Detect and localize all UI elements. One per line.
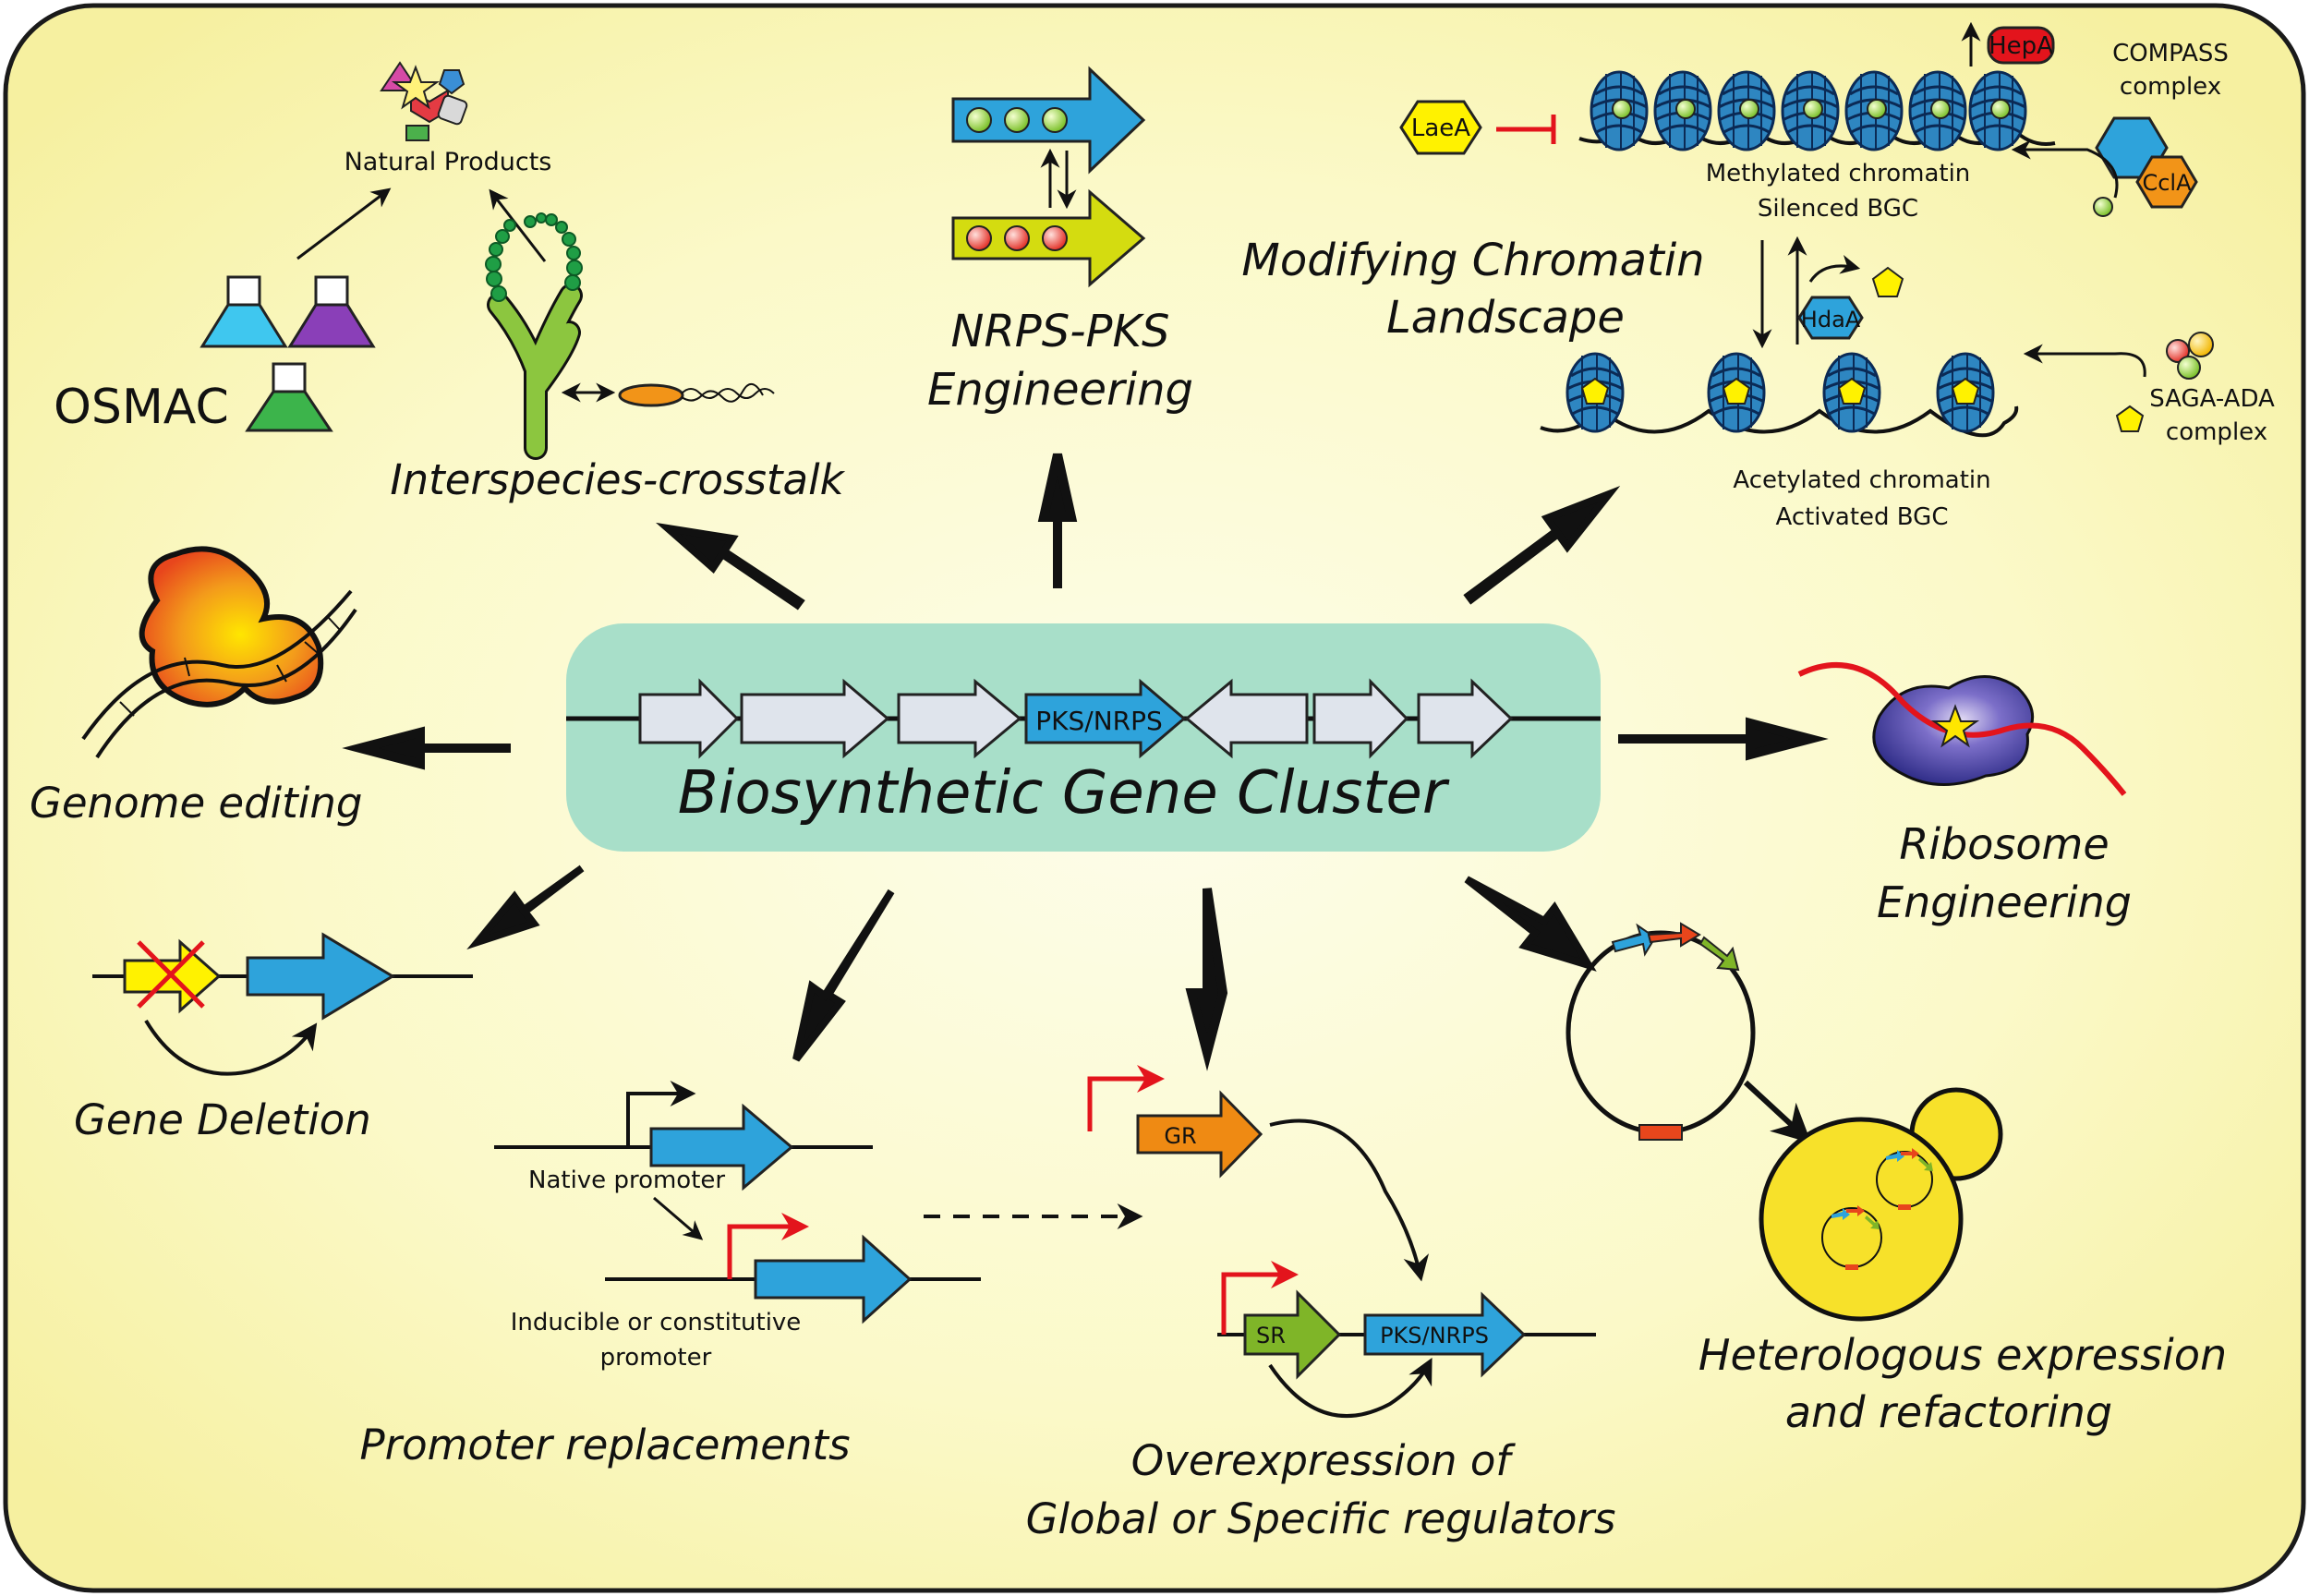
genome-editing-label: Genome editing (30, 779, 362, 828)
methylated-label: Methylated chromatin (1706, 160, 1971, 187)
radiating-arrows (342, 453, 1829, 1071)
purple-flask-icon (287, 275, 376, 348)
regulators-label: Global or Specific regulators (1026, 1494, 1616, 1543)
chromatin-section: LaeA HepA COMPASS complex CclA Methylate… (1241, 21, 2275, 531)
cluster-gene-label: PKS/NRPS (1035, 706, 1163, 736)
gene-deletion-label: Gene Deletion (74, 1095, 371, 1144)
promoter-replacement-section: Native promoter Inducible or constitutiv… (359, 1081, 1143, 1469)
ribosome-label: Ribosome (1899, 819, 2109, 869)
pks-nrps-label: PKS/NRPS (1380, 1323, 1489, 1348)
gene-deletion-section: Gene Deletion (74, 932, 473, 1144)
regulator-overexpression-section: GR SR PKS/NRPS Overexpression of Global … (1026, 1065, 1616, 1543)
ccla-label: CclA (2142, 170, 2192, 196)
heterologous-label: Heterologous expression (1699, 1330, 2227, 1380)
nrps-pks-engineering-label: Engineering (927, 364, 1193, 416)
cyan-flask-icon (199, 275, 288, 348)
yeast-plasmids (1821, 1148, 1933, 1270)
saga-complex-label: complex (2166, 418, 2267, 446)
laea-label: LaeA (1411, 115, 1470, 142)
promoter-label: promoter (600, 1344, 712, 1372)
ribosome-engineering-label: Engineering (1877, 877, 2132, 927)
cluster-title: Biosynthetic Gene Cluster (678, 759, 1450, 828)
methylated-nucleosomes (1590, 70, 2027, 151)
rectangle-product-icon (405, 125, 429, 141)
nrps-pks-label: NRPS-PKS (951, 306, 1170, 357)
hepa-label: HepA (1989, 32, 2053, 60)
rounded-square-product-icon (437, 94, 468, 126)
hdaa-hexagon (1797, 296, 1864, 340)
inducible-promoter-label: Inducible or constitutive (511, 1309, 802, 1336)
interspecies-label: Interspecies-crosstalk (390, 455, 845, 504)
acetylated-nucleosomes (1566, 352, 1995, 433)
acetylated-label: Acetylated chromatin (1733, 466, 1990, 494)
activated-label: Activated BGC (1775, 503, 1948, 531)
yeast-cell-icon (1759, 1117, 1964, 1322)
star-product-icon (391, 65, 441, 110)
bacterium-icon (618, 383, 775, 407)
chromatin-label: Modifying Chromatin (1241, 235, 1704, 286)
compass-complex-label: complex (2120, 73, 2221, 101)
promoter-replacements-label: Promoter replacements (359, 1421, 850, 1469)
landscape-label: Landscape (1386, 292, 1625, 344)
hdaa-label: HdaA (1801, 307, 1861, 332)
ccla-hexagon (2135, 155, 2198, 209)
nrps-pks-section: NRPS-PKS Engineering (927, 66, 1193, 416)
silenced-label: Silenced BGC (1758, 195, 1918, 223)
compass-label: COMPASS (2112, 40, 2229, 67)
gene-cluster-box: PKS/NRPS Biosynthetic Gene Cluster (566, 623, 1601, 852)
fungal-hyphae-icon (485, 212, 583, 460)
natural-products-label: Natural Products (345, 148, 552, 176)
native-promoter-label: Native promoter (528, 1167, 725, 1194)
genome-editing-section: Genome editing (30, 546, 362, 828)
refactoring-label: and refactoring (1785, 1387, 2112, 1437)
star-icon (1930, 704, 1980, 748)
sr-label: SR (1256, 1323, 1286, 1348)
osmac-section: Natural Products OSMAC (54, 61, 552, 435)
heterologous-section: Heterologous expression and refactoring (1566, 922, 2227, 1437)
interspecies-section: Interspecies-crosstalk (390, 212, 846, 504)
gr-label: GR (1164, 1123, 1196, 1149)
hepa-badge (1987, 26, 2055, 65)
green-flask-icon (245, 362, 333, 432)
laea-hexagon (1399, 100, 1482, 155)
saga-label: SAGA-ADA (2149, 385, 2275, 413)
pentagon-product-icon (438, 69, 465, 95)
overexpression-label: Overexpression of (1131, 1436, 1517, 1485)
ribosome-section: Ribosome Engineering (1797, 662, 2132, 927)
osmac-label: OSMAC (54, 380, 229, 435)
